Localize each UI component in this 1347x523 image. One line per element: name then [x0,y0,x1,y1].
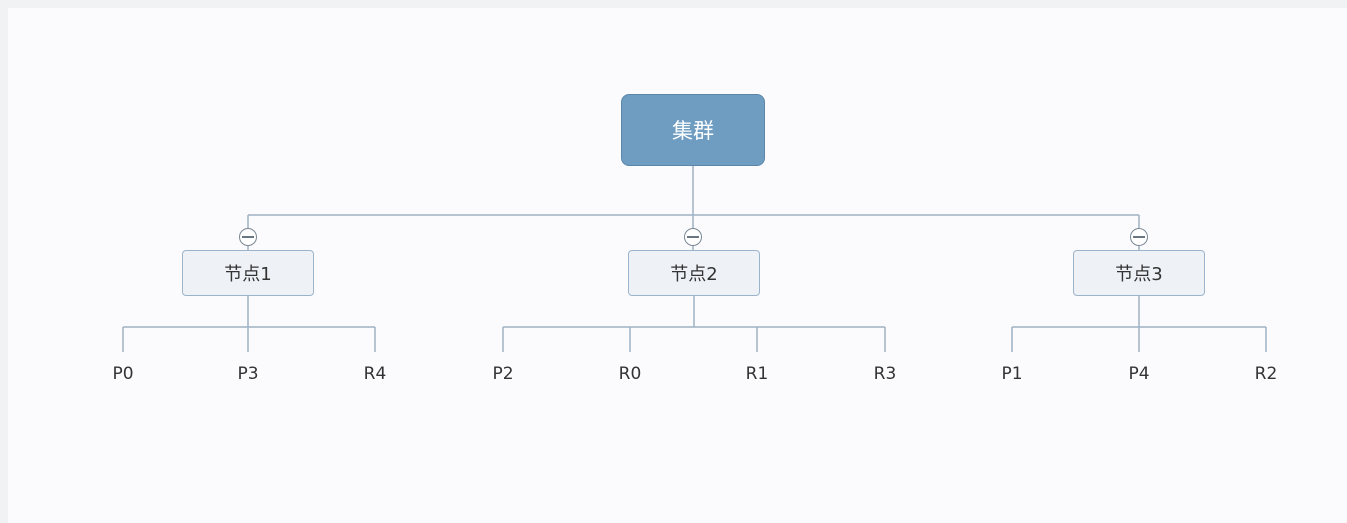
child-node-3[interactable]: 节点3 [1073,250,1205,296]
root-node[interactable]: 集群 [621,94,765,166]
child-node-1[interactable]: 节点1 [182,250,314,296]
leaf-node[interactable]: P4 [1128,364,1150,384]
leaf-node[interactable]: R0 [618,364,642,384]
leaf-node[interactable]: P3 [237,364,259,384]
child-node-2[interactable]: 节点2 [628,250,760,296]
leaf-node[interactable]: P0 [112,364,134,384]
leaf-node[interactable]: R4 [363,364,387,384]
root-node-label: 集群 [672,119,714,143]
collapse-minus-icon[interactable] [684,228,702,246]
collapse-minus-icon[interactable] [239,228,257,246]
leaf-node[interactable]: R1 [745,364,769,384]
collapse-minus-icon[interactable] [1130,228,1148,246]
child-node-label: 节点1 [224,264,272,285]
leaf-node[interactable]: R3 [873,364,897,384]
leaf-node[interactable]: R2 [1254,364,1278,384]
leaf-node[interactable]: P1 [1001,364,1023,384]
leaf-node[interactable]: P2 [492,364,514,384]
child-node-label: 节点3 [1115,264,1163,285]
child-node-label: 节点2 [670,264,718,285]
